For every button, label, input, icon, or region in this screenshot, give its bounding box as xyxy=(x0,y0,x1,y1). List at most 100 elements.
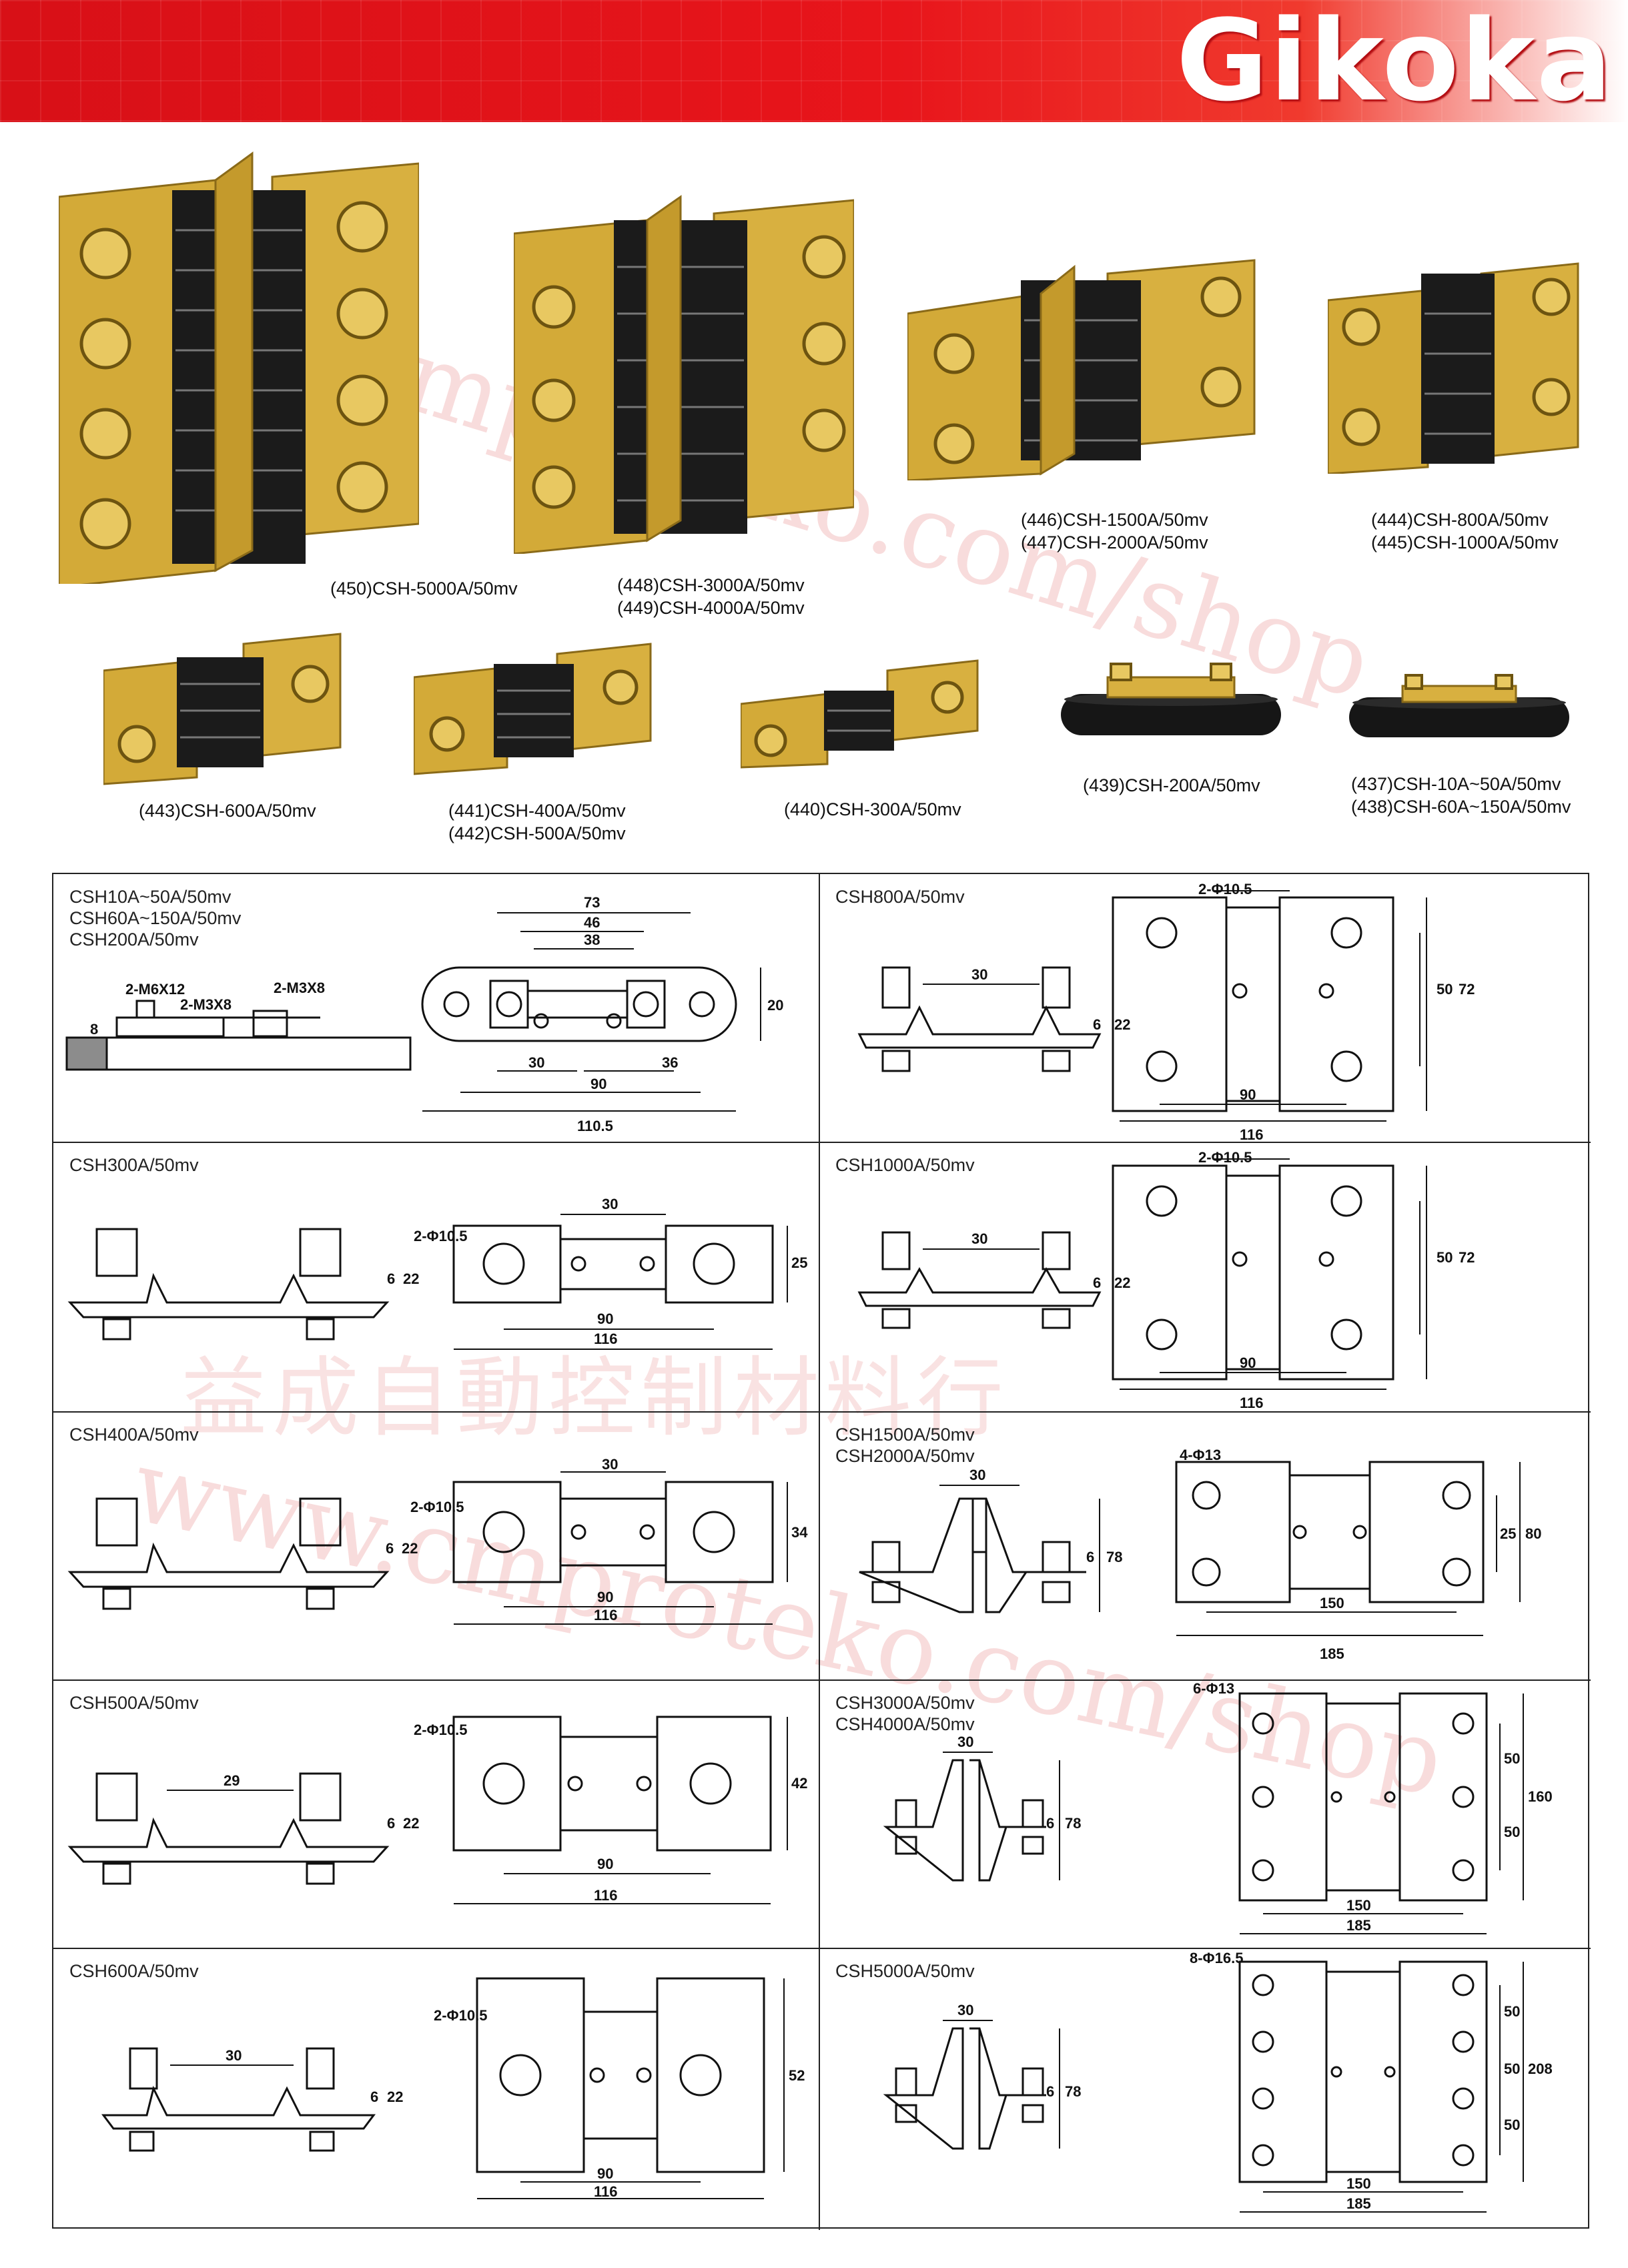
model-label: CSH300A/50mv xyxy=(69,1154,199,1176)
product-caption-1500a: (446)CSH-1500A/50mv (447)CSH-2000A/50mv xyxy=(1021,508,1208,554)
brand-banner: Gikoka xyxy=(0,0,1628,122)
dim-label: 50 xyxy=(1504,2060,1520,2077)
model-line: CSH400A/50mv xyxy=(69,1425,199,1445)
model-label: CSH10A~50A/50mv CSH60A~150A/50mv CSH200A… xyxy=(69,886,241,950)
dim-label: 50 xyxy=(1437,1249,1453,1266)
drawing-csh5000a: CSH5000A/50mv 30 6 78 xyxy=(819,1948,1591,2230)
dim-label: 22 xyxy=(402,1540,418,1557)
dim-label: 6 xyxy=(1046,1815,1054,1832)
product-caption-800a: (444)CSH-800A/50mv (445)CSH-1000A/50mv xyxy=(1371,508,1559,554)
dim-label: 22 xyxy=(403,1270,419,1287)
dim-label: 30 xyxy=(528,1054,544,1071)
dim-label: 30 xyxy=(971,1230,987,1247)
caption-line: (441)CSH-400A/50mv xyxy=(448,801,626,821)
dim-label: 90 xyxy=(597,1310,613,1327)
dim-label: 42 xyxy=(791,1775,807,1792)
model-line: CSH800A/50mv xyxy=(835,887,965,907)
shunt-photo-5000a xyxy=(59,150,419,584)
dim-label: 20 xyxy=(767,997,783,1014)
drawing-csh600a: CSH600A/50mv 30 6 22 2-Φ10.5 5 xyxy=(53,1948,819,2230)
dim-label: 185 xyxy=(1346,2195,1371,2212)
model-line: CSH2000A/50mv xyxy=(835,1446,975,1466)
dim-label: 116 xyxy=(594,2183,618,2200)
product-caption-600a: (443)CSH-600A/50mv xyxy=(139,799,316,822)
dim-label: 73 xyxy=(584,894,600,911)
model-line: CSH500A/50mv xyxy=(69,1693,199,1713)
hole-label: 2-Φ10.5 xyxy=(434,2007,487,2024)
dim-label: 30 xyxy=(602,1456,618,1473)
dim-label: 22 xyxy=(1114,1016,1130,1033)
model-line: CSH1000A/50mv xyxy=(835,1155,975,1175)
model-line: CSH5000A/50mv xyxy=(835,1961,975,1981)
dim-label: 22 xyxy=(1114,1274,1130,1291)
dim-label: 46 xyxy=(584,914,600,931)
dim-label: 90 xyxy=(597,1856,613,1872)
drawing-csh3000a: CSH3000A/50mv CSH4000A/50mv 30 6 78 xyxy=(819,1680,1591,1948)
dim-label: 150 xyxy=(1320,1595,1344,1611)
side-and-top-view: 30 6 22 2-Φ10.5 52 90 116 xyxy=(101,1977,805,2200)
product-caption-10a: (437)CSH-10A~50A/50mv (438)CSH-60A~150A/… xyxy=(1351,773,1571,818)
side-and-top-view: 30 6 22 2-Φ10.5 50 72 90 116 xyxy=(857,1149,1475,1411)
shunt-photo-300a xyxy=(741,657,981,771)
dim-label: 90 xyxy=(597,1589,613,1605)
model-line: CSH200A/50mv xyxy=(69,929,199,950)
model-line: CSH10A~50A/50mv xyxy=(69,887,232,907)
dim-label: 6 xyxy=(1086,1549,1094,1565)
model-line: CSH60A~150A/50mv xyxy=(69,908,242,928)
hole-label: 2-Φ10.5 xyxy=(414,1228,467,1244)
dim-label: 90 xyxy=(597,2165,613,2182)
product-caption-5000a: (450)CSH-5000A/50mv xyxy=(330,577,518,600)
hole-label: 2-Φ10.5 xyxy=(1198,1149,1252,1166)
dim-label: 6 xyxy=(1046,2083,1054,2100)
drawing-csh1000a: CSH1000A/50mv 30 6 22 xyxy=(819,1142,1591,1412)
shunt-photo-200a xyxy=(1061,661,1288,747)
side-and-top-view: 6 22 2-Φ10.5 30 25 90 116 xyxy=(67,1196,807,1350)
dim-label: 50 xyxy=(1437,981,1453,998)
dim-label: 116 xyxy=(594,1331,618,1347)
brand-logo: Gikoka xyxy=(1176,0,1613,122)
dim-label: 72 xyxy=(1459,981,1475,998)
dim-label: 34 xyxy=(791,1524,808,1541)
product-caption-200a: (439)CSH-200A/50mv xyxy=(1083,774,1260,797)
dim-label: 150 xyxy=(1346,1897,1371,1914)
dim-label: 30 xyxy=(971,966,987,983)
dim-label: 6 xyxy=(1093,1016,1101,1033)
hole-label: 2-Φ10.5 xyxy=(414,1722,467,1738)
caption-line: (447)CSH-2000A/50mv xyxy=(1021,532,1208,552)
hole-label: 2-Φ10.5 xyxy=(410,1499,464,1515)
hole-label: 2-Φ10.5 xyxy=(1198,881,1252,897)
dim-label: 22 xyxy=(403,1815,419,1832)
dim-label: 25 xyxy=(1500,1525,1516,1542)
dim-label: 185 xyxy=(1320,1645,1344,1662)
caption-line: (448)CSH-3000A/50mv xyxy=(617,575,805,595)
dim-label: 38 xyxy=(584,931,600,948)
dim-label: 78 xyxy=(1106,1549,1122,1565)
watermark-chinese: 益成自動控制材料行 xyxy=(180,1347,1009,1449)
dim-label: 30 xyxy=(957,1734,973,1750)
dim-label: 110.5 xyxy=(577,1118,613,1134)
dim-label: 150 xyxy=(1346,2175,1371,2192)
caption-line: (450)CSH-5000A/50mv xyxy=(330,579,518,599)
model-line: CSH1500A/50mv xyxy=(835,1425,975,1445)
caption-line: (440)CSH-300A/50mv xyxy=(784,799,961,819)
drawing-csh500a: CSH500A/50mv 29 6 22 2-Φ10.5 4 xyxy=(53,1680,819,1948)
dim-label: 80 xyxy=(1525,1525,1541,1542)
dim-label: 160 xyxy=(1528,1788,1553,1805)
dim-label: 116 xyxy=(1240,1126,1264,1142)
model-label: CSH800A/50mv xyxy=(835,886,965,907)
shunt-photo-1500a xyxy=(907,254,1268,480)
dim-label: 116 xyxy=(1240,1395,1264,1411)
dim-label: 72 xyxy=(1459,1249,1475,1266)
dim-label: 36 xyxy=(662,1054,678,1071)
dim-label: 6 xyxy=(387,1270,395,1287)
caption-line: (446)CSH-1500A/50mv xyxy=(1021,510,1208,530)
model-label: CSH400A/50mv xyxy=(69,1424,199,1445)
shunt-photo-400a xyxy=(414,641,654,781)
dim-label: 6 xyxy=(1093,1274,1101,1291)
dim-label: 50 xyxy=(1504,1824,1520,1840)
model-line: CSH300A/50mv xyxy=(69,1155,199,1175)
dim-label: 6 xyxy=(386,1540,394,1557)
dim-label: 8 xyxy=(90,1021,98,1038)
hole-label: 4-Φ13 xyxy=(1180,1447,1221,1463)
shunt-photo-3000a xyxy=(514,194,854,554)
